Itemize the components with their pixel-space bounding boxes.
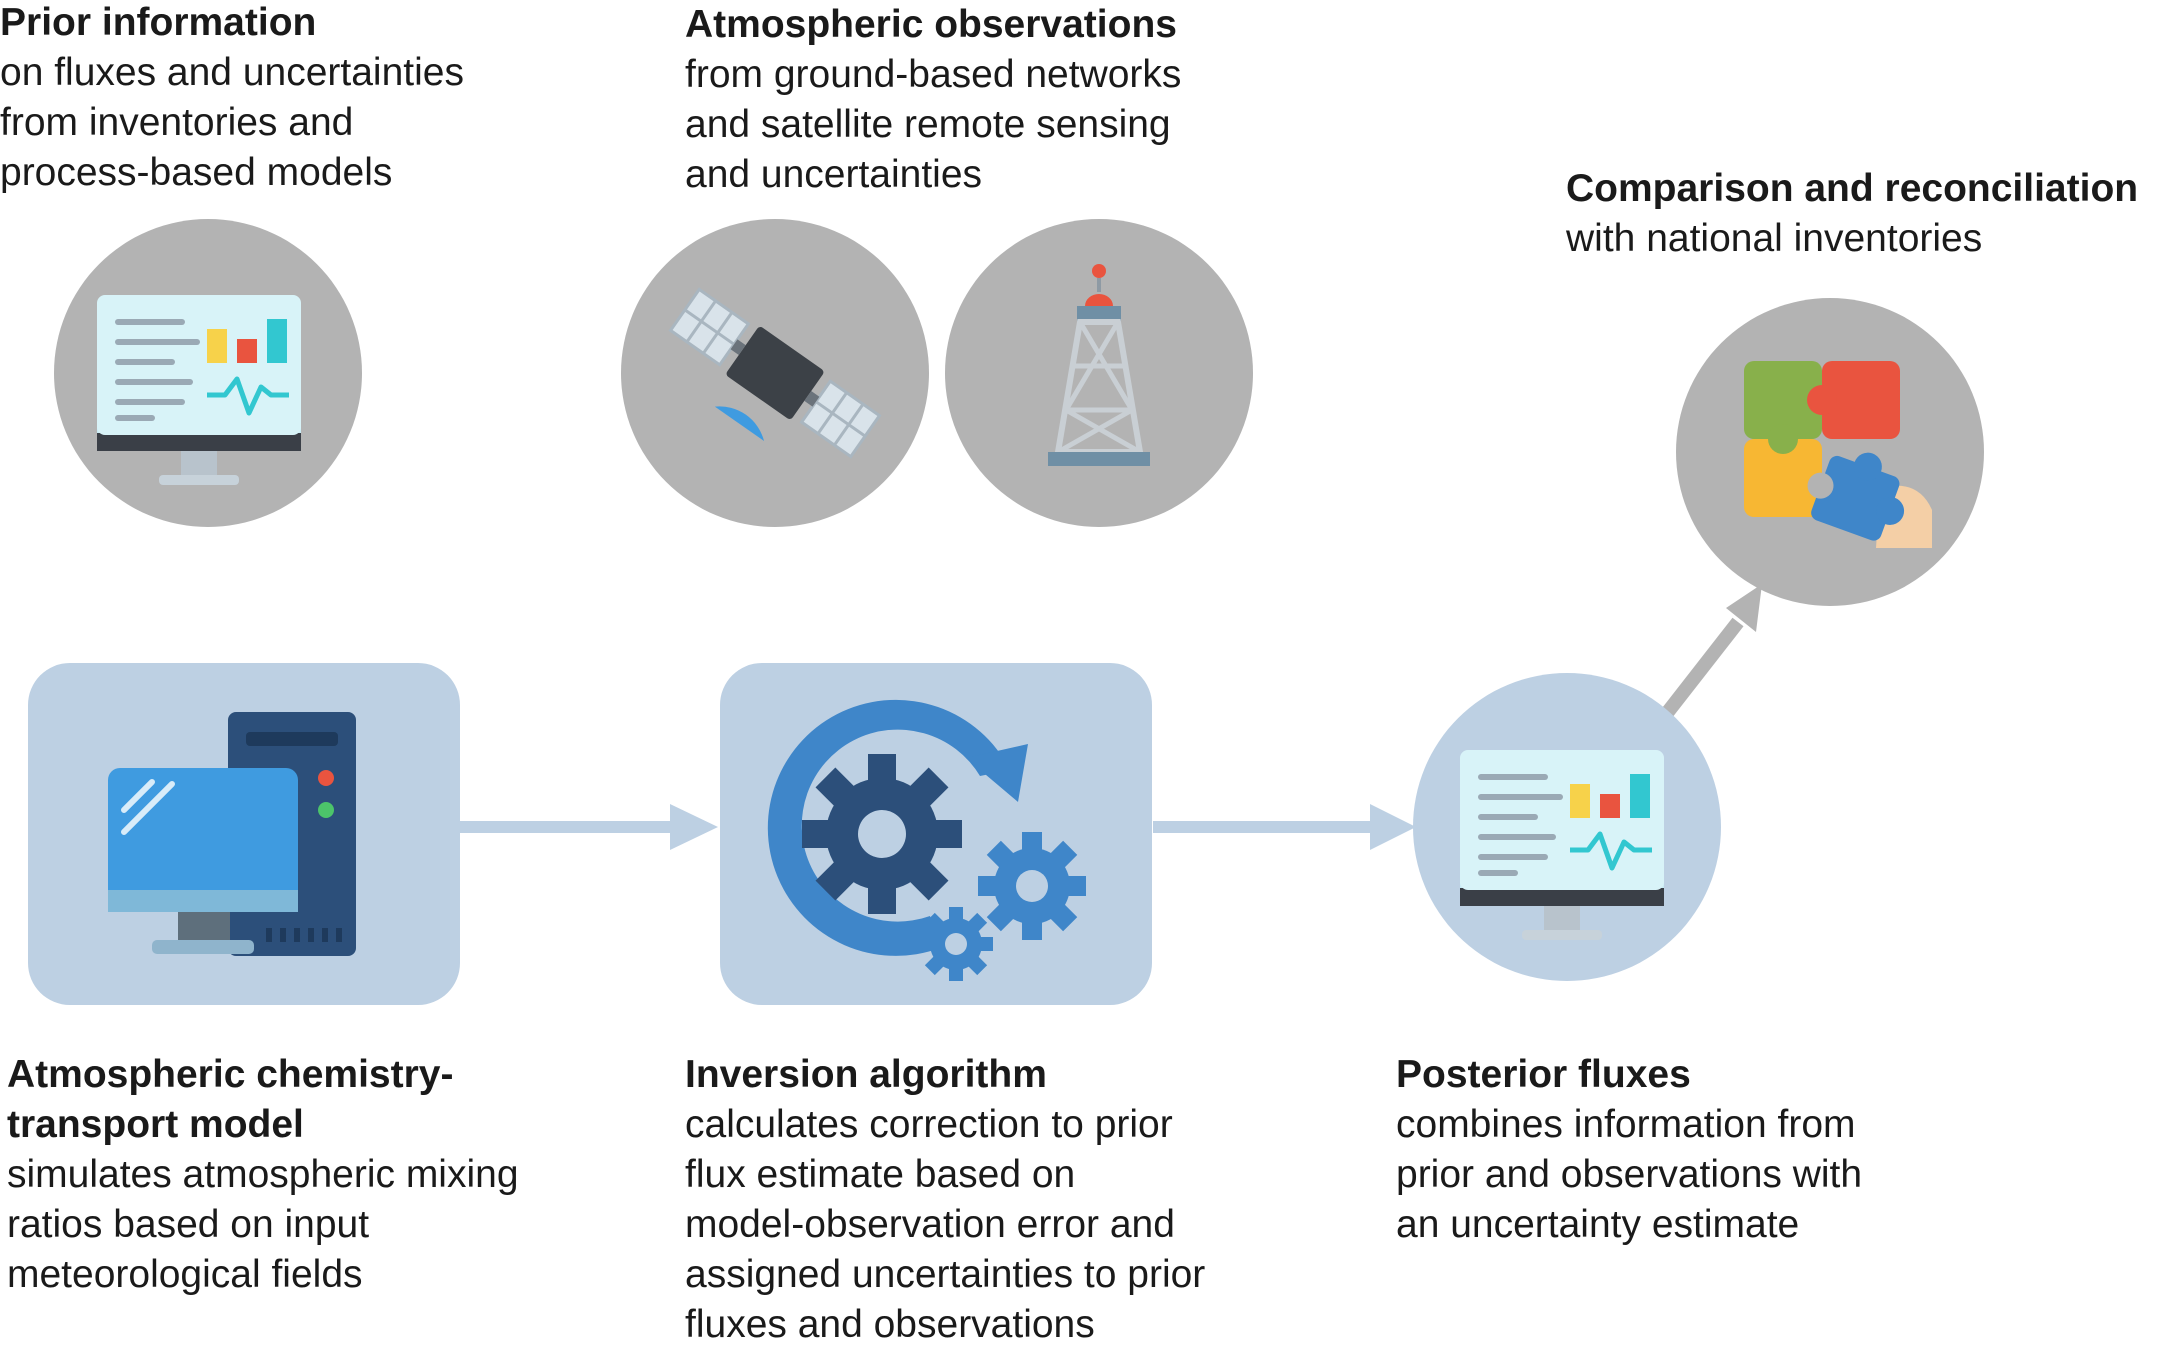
prior-line: from inventories and <box>0 101 354 144</box>
posterior-label: Posterior fluxes combines information fr… <box>1396 1050 1862 1250</box>
atmospheric-obs-line: from ground-based networks <box>685 53 1182 96</box>
atmospheric-obs-line: and uncertainties <box>685 153 983 196</box>
comparison-title: Comparison and reconciliation <box>1566 167 2139 210</box>
prior-line: process-based models <box>0 151 393 194</box>
transport-model-line: ratios based on input <box>7 1203 370 1246</box>
posterior-title: Posterior fluxes <box>1396 1053 1691 1096</box>
prior-label: Prior information on fluxes and uncertai… <box>0 0 464 198</box>
tower-circle <box>945 219 1253 527</box>
arrow-inversion-to-posterior <box>1153 804 1416 850</box>
prior-title: Prior information <box>0 1 317 44</box>
inversion-line: assigned uncertainties to prior <box>685 1253 1206 1296</box>
satellite-icon <box>668 287 882 459</box>
transport-model-line: simulates atmospheric mixing <box>7 1153 519 1196</box>
inversion-label: Inversion algorithm calculates correctio… <box>685 1050 1205 1350</box>
transport-model-title: transport model <box>7 1103 304 1146</box>
posterior-line: an uncertainty estimate <box>1396 1203 1800 1246</box>
arrow-posterior-to-comparison <box>1654 584 1762 727</box>
atmospheric-obs-line: and satellite remote sensing <box>685 103 1171 146</box>
posterior-line: prior and observations with <box>1396 1153 1863 1196</box>
puzzle-hand-icon <box>1744 361 1932 548</box>
inversion-line: fluxes and observations <box>685 1303 1095 1346</box>
atmospheric-obs-label: Atmospheric observations from ground-bas… <box>685 0 1181 200</box>
computer-server-icon <box>108 712 356 956</box>
comparison-circle <box>1676 298 1984 606</box>
prior-line: on fluxes and uncertainties <box>0 51 464 94</box>
transport-model-title: Atmospheric chemistry- <box>7 1053 454 1096</box>
atmospheric-obs-title: Atmospheric observations <box>685 3 1177 46</box>
comparison-label: Comparison and reconciliation with natio… <box>1566 164 2138 264</box>
inversion-line: calculates correction to prior <box>685 1103 1173 1146</box>
tower-icon <box>1048 264 1150 466</box>
posterior-line: combines information from <box>1396 1103 1856 1146</box>
comparison-line: with national inventories <box>1566 217 1983 260</box>
inversion-line: model-observation error and <box>685 1203 1175 1246</box>
inversion-line: flux estimate based on <box>685 1153 1076 1196</box>
inversion-title: Inversion algorithm <box>685 1053 1047 1096</box>
transport-model-line: meteorological fields <box>7 1253 363 1296</box>
arrow-model-to-inversion <box>460 804 718 850</box>
transport-model-label: Atmospheric chemistry- transport model s… <box>7 1050 519 1300</box>
